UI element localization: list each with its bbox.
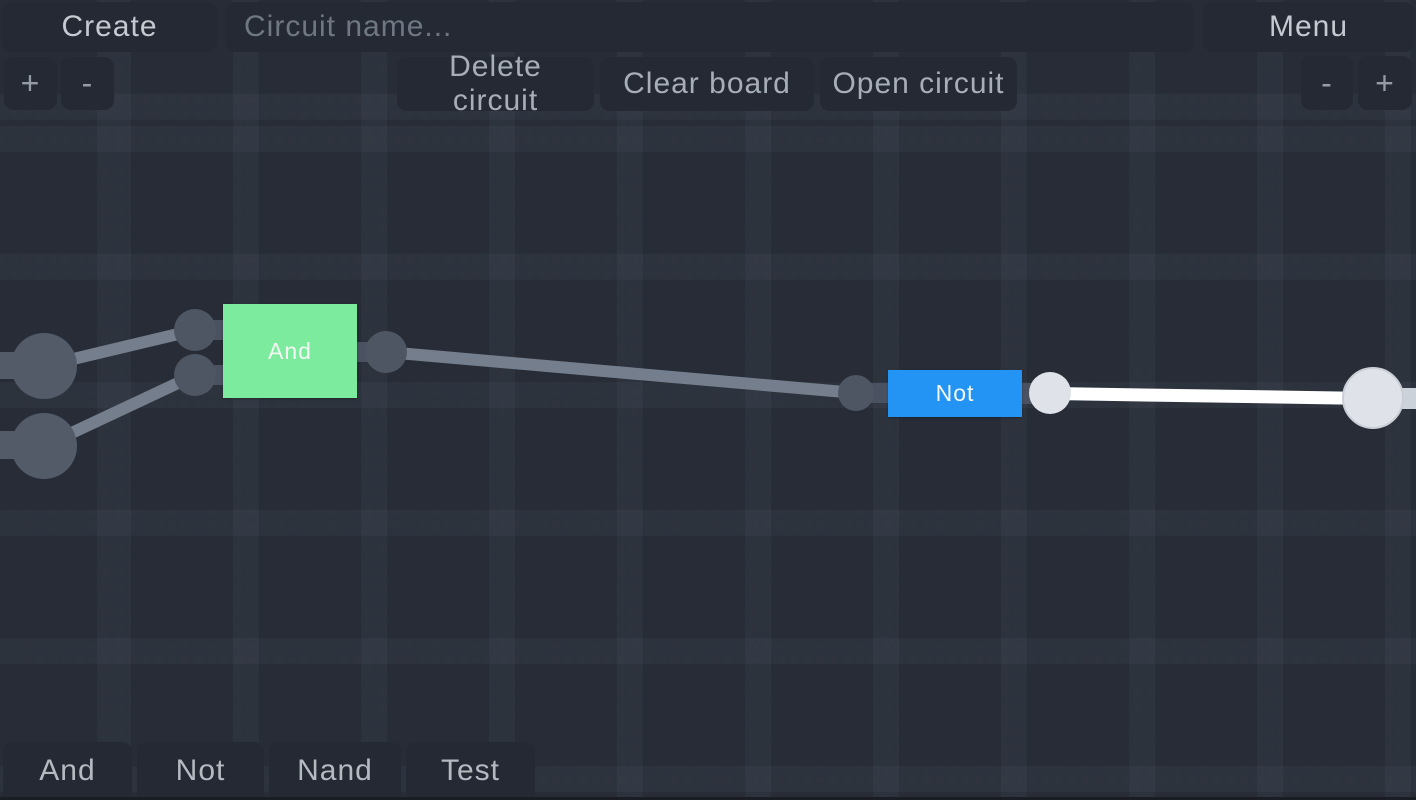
palette-item-not[interactable]: Not <box>137 742 264 800</box>
delete-circuit-button[interactable]: Delete circuit <box>397 50 594 117</box>
circuit-actions: Delete circuit Clear board Open circuit <box>397 50 1017 117</box>
not-gate[interactable]: Not <box>888 370 1022 417</box>
top-toolbar: Create Menu <box>2 2 1414 52</box>
menu-button[interactable]: Menu <box>1203 2 1414 52</box>
component-palette: And Not Nand Test <box>3 742 535 800</box>
clear-board-button[interactable]: Clear board <box>600 57 814 111</box>
and-output-pin[interactable] <box>365 331 407 373</box>
and-input-pin-1[interactable] <box>174 309 216 351</box>
zoom-in-button-left[interactable]: + <box>4 57 57 110</box>
zoom-out-button-left[interactable]: - <box>61 57 114 110</box>
circuit-name-input[interactable] <box>226 2 1194 52</box>
open-circuit-button[interactable]: Open circuit <box>820 57 1017 111</box>
wire-and-to-not[interactable] <box>385 346 857 399</box>
wire-not-to-output[interactable] <box>1049 386 1374 405</box>
zoom-out-button-right[interactable]: - <box>1301 56 1353 110</box>
palette-item-and[interactable]: And <box>3 742 132 800</box>
and-gate[interactable]: And <box>223 304 357 398</box>
input-node-1[interactable] <box>11 333 77 399</box>
and-input-pin-2[interactable] <box>174 354 216 396</box>
output-node[interactable] <box>1342 367 1404 429</box>
input-node-2[interactable] <box>11 413 77 479</box>
palette-item-test[interactable]: Test <box>406 742 535 800</box>
palette-item-nand[interactable]: Nand <box>269 742 401 800</box>
and-gate-label: And <box>268 337 312 364</box>
not-input-pin[interactable] <box>838 375 874 411</box>
not-output-pin[interactable] <box>1029 372 1071 414</box>
not-gate-label: Not <box>935 380 975 406</box>
zoom-in-button-right[interactable]: + <box>1358 56 1412 110</box>
create-button[interactable]: Create <box>2 2 217 52</box>
